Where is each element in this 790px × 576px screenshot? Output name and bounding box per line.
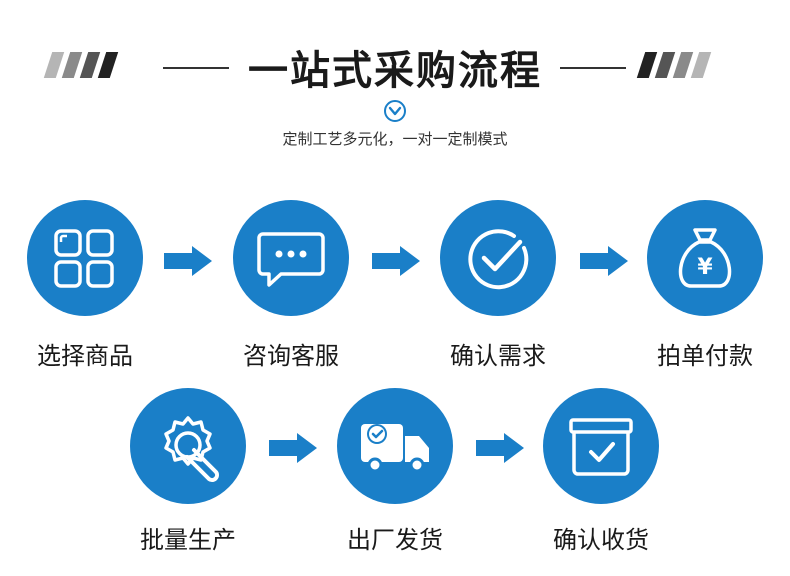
- step-confirm-needs-circle: [440, 200, 556, 316]
- step-confirm-receipt-label: 确认收货: [553, 526, 649, 554]
- arrow-right-icon: [476, 433, 524, 463]
- step-factory-shipping-label: 出厂发货: [347, 526, 443, 554]
- arrow-right-icon: [269, 433, 317, 463]
- step-mass-production-label: 批量生产: [140, 526, 236, 554]
- money-bag-icon: ¥: [678, 228, 732, 288]
- box-check-icon: [569, 418, 633, 476]
- page-subtitle: 定制工艺多元化，一对一定制模式: [282, 130, 508, 148]
- step-consult-service-label: 咨询客服: [243, 342, 339, 370]
- step-place-order-circle: ¥: [647, 200, 763, 316]
- step-mass-production-circle: [130, 388, 246, 504]
- right-title-rule: [560, 67, 626, 69]
- step-confirm-needs-label: 确认需求: [450, 342, 546, 370]
- step-select-product-circle: [27, 200, 143, 316]
- step-confirm-receipt-circle: [543, 388, 659, 504]
- right-stripes-decoration: [636, 52, 717, 78]
- page-title: 一站式采购流程: [248, 48, 542, 94]
- step-select-product-label: 选择商品: [37, 342, 133, 370]
- left-title-rule: [163, 67, 229, 69]
- check-circle-icon: [468, 229, 529, 290]
- step-consult-service-circle: [233, 200, 349, 316]
- arrow-right-icon: [580, 246, 628, 276]
- step-place-order-label: 拍单付款: [657, 342, 753, 370]
- arrow-right-icon: [164, 246, 212, 276]
- yuan-symbol: ¥: [697, 255, 713, 280]
- grid-icon: [54, 229, 114, 288]
- delivery-truck-icon: [361, 424, 429, 473]
- gear-wrench-icon: [164, 416, 219, 482]
- chevron-down-icon: [384, 100, 406, 122]
- arrow-right-icon: [372, 246, 420, 276]
- step-factory-shipping-circle: [337, 388, 453, 504]
- chat-bubble-icon: [257, 232, 325, 287]
